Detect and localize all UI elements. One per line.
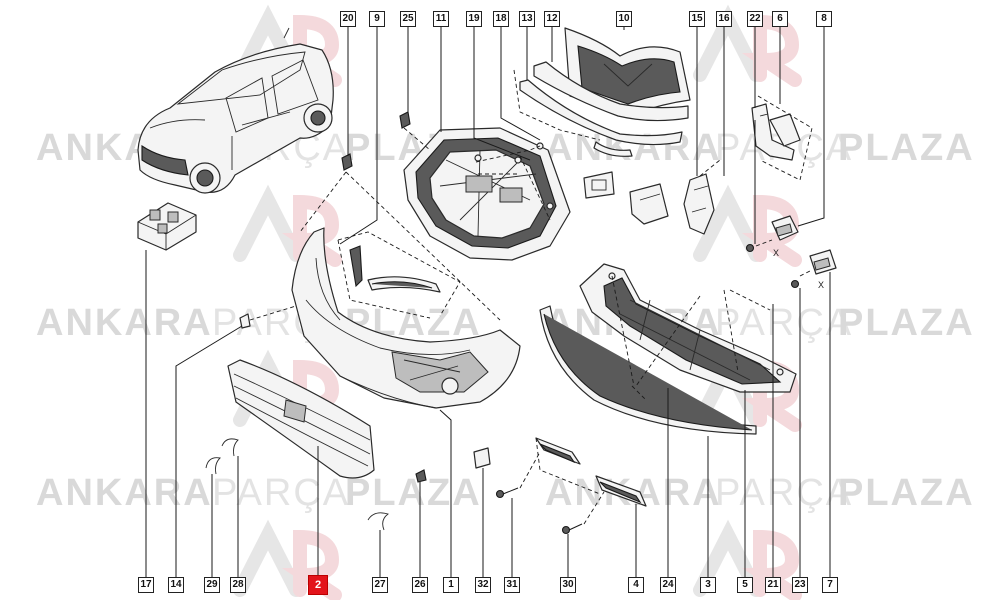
watermark-word-parca: PARÇA <box>715 472 853 514</box>
callout-30[interactable]: 30 <box>560 577 576 593</box>
watermark-word-plaza: PLAZA <box>838 472 975 514</box>
callout-12[interactable]: 12 <box>544 11 560 27</box>
car-thumbnail <box>137 27 334 194</box>
leader-lines <box>145 26 831 578</box>
callout-29[interactable]: 29 <box>204 577 220 593</box>
part-16-bracket <box>683 173 715 235</box>
callout-5[interactable]: 5 <box>737 577 753 593</box>
part-32-cover-cap <box>473 447 491 469</box>
part-13-lower-trim <box>519 79 683 157</box>
callout-18[interactable]: 18 <box>493 11 509 27</box>
part-12-chrome-trim <box>533 61 689 122</box>
callout-14[interactable]: 14 <box>168 577 184 593</box>
callout-8[interactable]: 8 <box>816 11 832 27</box>
part-2-lower-grille <box>227 359 375 479</box>
part-18-badge-plate <box>583 171 615 199</box>
watermark-word-plaza: PLAZA <box>345 472 482 514</box>
callout-26[interactable]: 26 <box>412 577 428 593</box>
watermark-word-parca: PARÇA <box>212 472 350 514</box>
callout-22[interactable]: 22 <box>747 11 763 27</box>
callout-4[interactable]: 4 <box>628 577 644 593</box>
callout-21[interactable]: 21 <box>765 577 781 593</box>
callout-10[interactable]: 10 <box>616 11 632 27</box>
part-31-screw <box>495 487 519 499</box>
part-23-screw <box>790 279 800 289</box>
watermark-word-plaza: PLAZA <box>838 127 975 169</box>
callout-11[interactable]: 11 <box>433 11 449 27</box>
callout-31[interactable]: 31 <box>504 577 520 593</box>
part-9-deflector <box>349 245 441 293</box>
part-27-retaining-ring <box>367 512 389 531</box>
part-1-front-bumper <box>291 227 521 409</box>
part-30-screw <box>561 523 583 535</box>
part-8-clip <box>771 215 799 241</box>
callout-13[interactable]: 13 <box>519 11 535 27</box>
callout-9[interactable]: 9 <box>369 11 385 27</box>
part-17-clip-kit <box>137 202 197 251</box>
watermark-word-ankara: ANKARA <box>36 472 213 514</box>
marker-x-lower: X <box>818 280 824 290</box>
watermark-word-parca: PARÇA <box>715 302 853 344</box>
callout-27[interactable]: 27 <box>372 577 388 593</box>
watermark-word-ankara: ANKARA <box>36 302 213 344</box>
part-10-emblem-frame <box>564 27 691 117</box>
watermark-word-plaza: PLAZA <box>838 302 975 344</box>
part-15-bracket-cover <box>629 183 669 225</box>
callout-3[interactable]: 3 <box>700 577 716 593</box>
part-22-screw <box>745 243 755 253</box>
callout-17[interactable]: 17 <box>138 577 154 593</box>
part-4-bracket-pair <box>535 437 647 507</box>
part-11-upper-support <box>403 127 571 261</box>
callout-25[interactable]: 25 <box>400 11 416 27</box>
callout-32[interactable]: 32 <box>475 577 491 593</box>
part-7-clip <box>809 249 837 275</box>
callout-16[interactable]: 16 <box>716 11 732 27</box>
callout-19[interactable]: 19 <box>466 11 482 27</box>
callout-7[interactable]: 7 <box>822 577 838 593</box>
callout-15[interactable]: 15 <box>689 11 705 27</box>
part-3-lower-spoiler <box>539 305 757 435</box>
part-28-retaining-ring <box>221 438 239 457</box>
marker-x-upper: X <box>773 248 779 258</box>
part-26-screw <box>415 469 427 483</box>
callout-20[interactable]: 20 <box>340 11 356 27</box>
watermark-word-ankara: ANKARA <box>545 127 722 169</box>
part-20-screw <box>341 153 353 171</box>
callout-28[interactable]: 28 <box>230 577 246 593</box>
callout-6[interactable]: 6 <box>772 11 788 27</box>
part-6-side-bracket <box>751 103 801 161</box>
callout-1[interactable]: 1 <box>443 577 459 593</box>
part-25-screw <box>399 111 411 129</box>
part-5-undertray <box>579 263 797 393</box>
part-29-retaining-ring <box>205 457 221 475</box>
callout-23[interactable]: 23 <box>792 577 808 593</box>
callout-24[interactable]: 24 <box>660 577 676 593</box>
callout-2-selected[interactable]: 2 <box>308 575 328 595</box>
part-14-clip <box>239 313 251 329</box>
